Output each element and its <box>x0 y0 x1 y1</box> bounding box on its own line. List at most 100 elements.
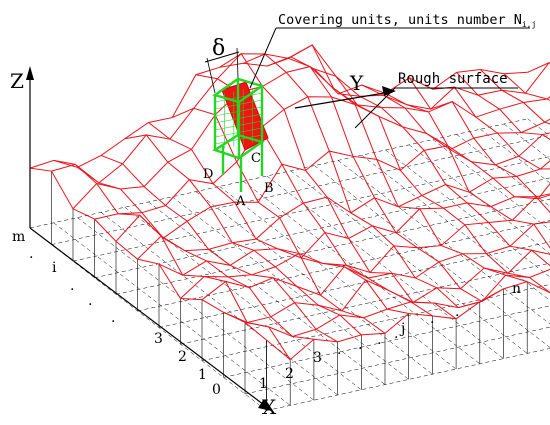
left-tick-label: 1 <box>198 367 207 383</box>
base-grid-line <box>137 220 550 312</box>
surface-mesh-line <box>432 86 550 170</box>
left-tick-label: 2 <box>178 349 187 365</box>
surface-mesh-line <box>361 84 550 249</box>
surface-mesh-line <box>124 134 362 336</box>
bottom-axis-ticks: 123....j..n <box>259 281 521 392</box>
covering-leader-line <box>249 27 277 89</box>
base-grid-line <box>53 222 291 406</box>
rough-leader-line <box>354 87 396 129</box>
left-tick-label: 3 <box>154 331 163 347</box>
surface-mesh-line <box>137 160 550 260</box>
surface-mesh-line <box>314 68 550 294</box>
base-grid-line <box>432 139 550 231</box>
base-grid-line <box>148 201 386 385</box>
bottom-tick-label: . <box>430 311 434 327</box>
surface-mesh-line <box>94 96 550 220</box>
base-grid-line <box>503 123 550 160</box>
y-axis-line <box>294 91 391 109</box>
base-grid-line <box>314 165 550 348</box>
base-grid-line <box>219 186 457 370</box>
bottom-tick-label: j <box>399 321 405 337</box>
box-grid-line <box>214 99 263 110</box>
left-tick-label: i <box>52 260 57 276</box>
base-grid-line <box>409 144 550 254</box>
bottom-tick-label: . <box>337 342 341 358</box>
box-grid-line <box>214 113 263 124</box>
bottom-tick-label: . <box>394 326 398 342</box>
rough-surface-label: Rough surface <box>398 71 508 87</box>
covering-units-label: Covering units, units number Ni,j <box>278 12 536 29</box>
surface-mesh-line <box>100 154 338 343</box>
base-grid-line <box>266 348 550 411</box>
base-grid-line <box>172 196 409 380</box>
rough-surface-mesh <box>29 44 550 361</box>
surface-mesh-line <box>385 92 550 214</box>
x-axis-line <box>29 227 269 409</box>
y-axis-arrow <box>382 86 396 96</box>
surface-mesh-line <box>290 44 528 283</box>
surface-mesh-line <box>72 66 550 210</box>
base-grid-line <box>244 326 550 395</box>
surface-mesh-line <box>158 182 550 276</box>
surface-mesh-line <box>180 193 550 299</box>
base-grid-line <box>100 212 338 396</box>
corner-c-label: C <box>251 151 261 166</box>
surface-mesh-line <box>29 167 267 341</box>
surface-mesh-line <box>219 53 457 320</box>
box-top <box>212 77 265 104</box>
surface-mesh-line <box>456 72 550 141</box>
corner-d-label: D <box>203 167 213 182</box>
delta-label: δ <box>212 36 225 61</box>
base-grid-line <box>361 155 550 301</box>
corner-a-label: A <box>235 194 246 209</box>
surface-mesh-line <box>201 221 550 301</box>
left-tick-label: . <box>111 310 115 326</box>
surface-mesh-line <box>243 53 480 309</box>
base-grid-line <box>72 156 550 262</box>
box-grid-line <box>214 106 263 117</box>
x-axis-arrow <box>258 399 272 411</box>
surface-mesh-line <box>479 69 550 125</box>
surface-mesh-line <box>53 159 291 360</box>
left-tick-label: m <box>12 229 25 245</box>
left-tick-label: . <box>88 293 92 309</box>
surface-mesh-line <box>503 73 550 101</box>
bottom-tick-label: n <box>512 281 521 297</box>
base-grid-line <box>290 170 528 354</box>
surface-mesh-line <box>115 132 550 242</box>
left-tick-label: . <box>29 246 33 262</box>
surface-mesh-line <box>266 281 550 361</box>
base-grid-line <box>51 135 550 245</box>
base-grid-line <box>77 217 315 401</box>
corner-b-label: B <box>264 181 274 196</box>
surface-mesh-line <box>223 249 550 324</box>
bottom-tick-label: . <box>377 332 381 348</box>
left-tick-label: . <box>70 278 74 294</box>
base-grid-line <box>223 305 550 378</box>
axes <box>26 66 396 411</box>
delta-extension-left <box>206 57 216 94</box>
surface-mesh-line <box>244 268 550 337</box>
base-grid-line <box>480 129 550 184</box>
box-grid-line <box>214 120 263 131</box>
base-grid-line <box>201 284 550 362</box>
base-grid-line <box>29 118 528 229</box>
bottom-tick-label: . <box>455 304 459 320</box>
bottom-tick-label: . <box>358 337 362 353</box>
covering-unit <box>212 77 269 192</box>
delta-extension-right <box>236 47 239 79</box>
base-grid-line <box>94 177 550 279</box>
z-axis-label: Z <box>10 69 24 93</box>
box-grid-line <box>214 127 263 138</box>
y-axis-label: Y <box>349 71 364 95</box>
bottom-tick-label: 1 <box>259 376 268 392</box>
surface-mesh-line <box>148 122 386 334</box>
delta-dimension-line <box>204 51 240 63</box>
x-axis-label: X <box>262 395 277 419</box>
surface-mesh-line <box>408 77 550 200</box>
bottom-tick-label: 2 <box>285 366 294 382</box>
base-grid-line <box>385 149 550 278</box>
